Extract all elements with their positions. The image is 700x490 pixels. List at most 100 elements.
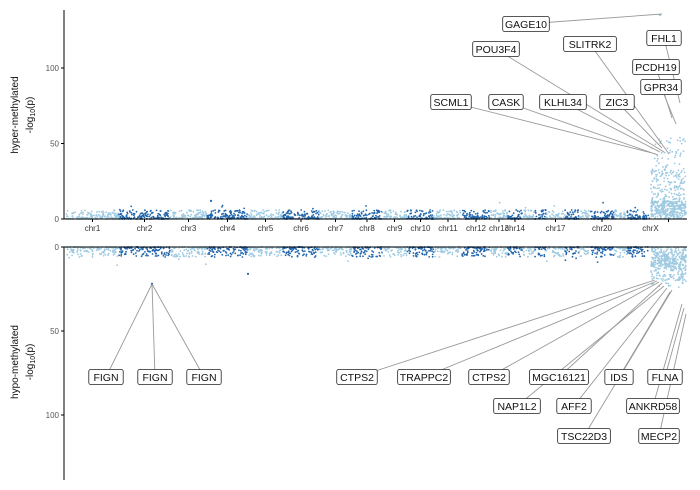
top-point bbox=[224, 216, 227, 218]
top-point bbox=[327, 209, 330, 212]
top-point bbox=[395, 216, 397, 219]
bottom-point bbox=[545, 249, 548, 252]
top-point bbox=[519, 216, 522, 219]
top-point bbox=[431, 214, 434, 217]
bottom-point bbox=[356, 250, 358, 253]
top-point bbox=[593, 216, 596, 219]
top-point bbox=[660, 215, 662, 218]
top-point bbox=[364, 214, 367, 216]
top-point bbox=[429, 214, 432, 217]
chr-label-chr4: chr4 bbox=[220, 224, 236, 233]
bottom-point bbox=[678, 267, 680, 270]
bottom-point bbox=[520, 249, 522, 251]
bottom-point bbox=[187, 249, 190, 252]
bottom-point bbox=[239, 254, 242, 257]
top-point bbox=[250, 214, 253, 216]
bottom-point bbox=[636, 250, 638, 252]
top-point bbox=[319, 212, 322, 215]
top-point bbox=[604, 212, 607, 215]
bottom-point bbox=[512, 251, 515, 254]
bottom-point bbox=[229, 252, 232, 255]
top-point bbox=[671, 195, 674, 198]
bottom-point bbox=[173, 255, 176, 258]
top-point bbox=[633, 210, 636, 213]
bottom-point bbox=[185, 252, 188, 255]
top-point bbox=[684, 200, 687, 203]
bottom-point bbox=[418, 251, 421, 254]
bottom-point bbox=[397, 253, 400, 256]
top-point bbox=[663, 199, 666, 202]
bottom-point bbox=[107, 254, 109, 256]
bottom-point bbox=[682, 250, 685, 253]
bottom-point bbox=[621, 249, 624, 252]
bottom-leader-fign bbox=[151, 283, 156, 378]
top-point bbox=[680, 200, 683, 203]
bottom-point bbox=[591, 251, 594, 254]
top-point bbox=[233, 212, 235, 215]
top-point bbox=[118, 208, 121, 211]
bottom-gene-label-ctps2: CTPS2 bbox=[468, 369, 510, 385]
top-point bbox=[652, 215, 655, 218]
bottom-point bbox=[480, 253, 483, 255]
bottom-point bbox=[371, 254, 374, 256]
top-point bbox=[158, 213, 161, 216]
bottom-point bbox=[397, 247, 400, 250]
bottom-point bbox=[515, 247, 518, 250]
bottom-point bbox=[624, 249, 627, 252]
top-point bbox=[681, 201, 684, 204]
bottom-point bbox=[631, 253, 634, 256]
top-point bbox=[664, 193, 667, 196]
top-point bbox=[670, 173, 673, 175]
top-point bbox=[619, 212, 622, 215]
top-point bbox=[534, 209, 537, 212]
bottom-point bbox=[653, 259, 655, 262]
top-point bbox=[552, 214, 555, 217]
top-point bbox=[279, 214, 282, 216]
top-point bbox=[443, 216, 446, 219]
top-series-chr6 bbox=[282, 207, 320, 220]
top-point bbox=[98, 210, 100, 213]
bottom-point bbox=[167, 252, 170, 255]
top-point bbox=[484, 211, 487, 214]
bottom-point bbox=[289, 252, 292, 255]
top-point bbox=[102, 210, 104, 213]
top-point bbox=[669, 149, 672, 152]
bottom-point bbox=[107, 247, 110, 250]
top-point bbox=[282, 211, 285, 214]
bottom-point bbox=[555, 247, 557, 250]
gene-label-text: MGC16121 bbox=[532, 372, 586, 384]
bottom-point bbox=[681, 282, 684, 285]
bottom-point bbox=[678, 278, 681, 281]
top-point bbox=[593, 212, 596, 215]
top-point bbox=[682, 138, 685, 140]
bottom-leader-fign bbox=[151, 283, 205, 378]
bottom-point bbox=[636, 252, 638, 255]
bottom-point bbox=[364, 249, 366, 252]
top-point bbox=[362, 210, 365, 213]
top-point bbox=[277, 213, 280, 216]
bottom-point bbox=[573, 252, 576, 255]
top-point bbox=[435, 216, 438, 219]
bottom-point bbox=[409, 250, 412, 253]
bottom-point bbox=[654, 261, 657, 264]
top-point bbox=[461, 209, 464, 212]
bottom-point bbox=[655, 269, 657, 272]
top-point bbox=[400, 210, 402, 213]
top-point bbox=[589, 210, 592, 213]
top-point bbox=[498, 213, 501, 216]
top-point bbox=[504, 209, 506, 212]
bottom-point bbox=[204, 253, 207, 255]
bottom-point bbox=[462, 251, 465, 254]
top-point bbox=[552, 211, 555, 213]
top-point bbox=[354, 217, 357, 219]
bottom-point bbox=[301, 249, 304, 252]
bottom-point bbox=[66, 248, 69, 251]
bottom-point bbox=[357, 251, 360, 254]
bottom-point bbox=[314, 251, 317, 254]
bottom-point bbox=[351, 255, 354, 257]
top-point bbox=[221, 206, 223, 208]
top-point bbox=[655, 201, 658, 204]
bottom-point bbox=[482, 250, 485, 253]
top-point bbox=[596, 211, 599, 214]
top-point bbox=[661, 157, 664, 160]
